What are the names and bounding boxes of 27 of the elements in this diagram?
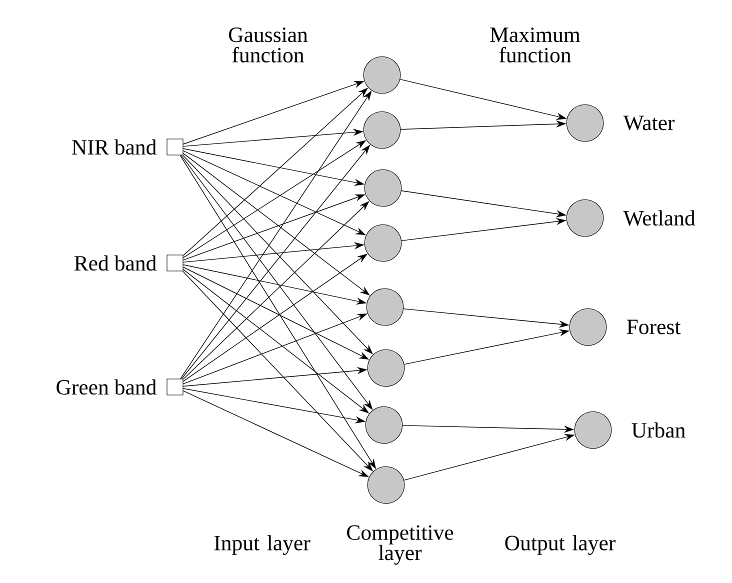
neuron-circle: [363, 111, 401, 149]
band-label: Red band: [74, 255, 156, 271]
neuron-circle: [364, 224, 402, 262]
neuron-circle: [566, 199, 604, 237]
neuron-circle: [367, 349, 405, 387]
neuron-circle: [367, 466, 405, 504]
band-label: NIR band: [72, 139, 156, 155]
band-label: Green band: [56, 379, 156, 395]
class-label: Water: [623, 116, 675, 130]
neuron-circle: [574, 411, 612, 449]
class-label: Urban: [632, 422, 686, 438]
layer-label: Input layer: [214, 535, 310, 555]
neuron-circle: [569, 308, 607, 346]
neuron-circle: [365, 406, 403, 444]
layer-label: Maximum function: [490, 28, 580, 62]
class-label: Wetland: [623, 210, 696, 226]
layer-label: Gaussian function: [228, 28, 308, 62]
input-square: [166, 138, 184, 156]
input-square: [166, 378, 184, 396]
neuron-circle: [366, 288, 404, 326]
neuron-circle: [364, 169, 402, 207]
neuron-circle: [363, 56, 401, 94]
layer-label: Output layer: [505, 535, 616, 555]
layer-label: Competitive layer: [347, 525, 454, 565]
neuron-circle: [566, 104, 604, 142]
input-square: [166, 254, 184, 272]
class-label: Forest: [626, 320, 681, 334]
